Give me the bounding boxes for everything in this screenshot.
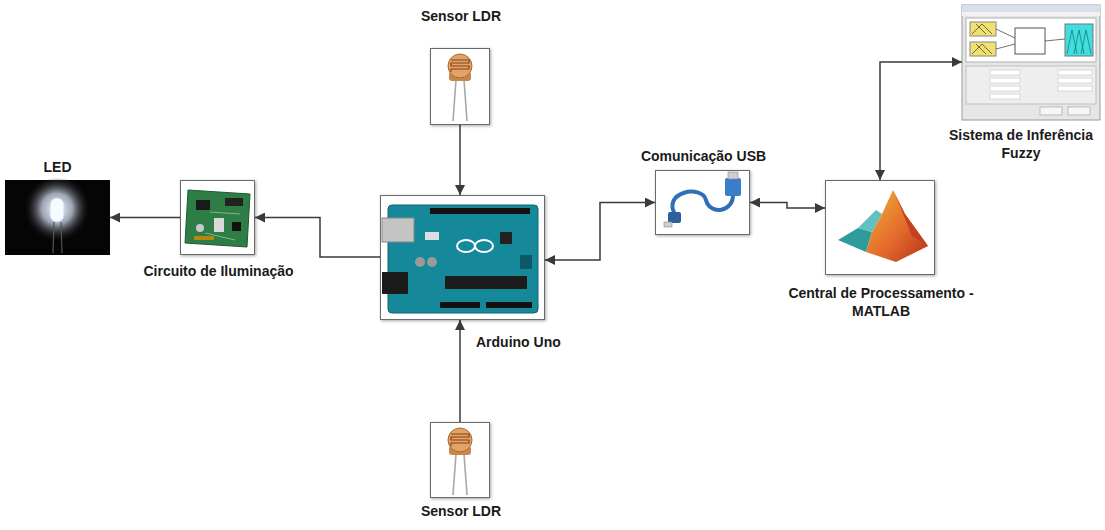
fuzzy-designer-window-picture-part bbox=[996, 44, 1015, 49]
fuzzy-designer-window-picture-part bbox=[962, 12, 1100, 16]
usb-cable-picture-part bbox=[672, 192, 733, 216]
arduino-uno-picture-part bbox=[427, 257, 437, 267]
fuzzy-designer-window-picture-part bbox=[1045, 39, 1065, 41]
matlab-logo-picture-part bbox=[825, 180, 935, 275]
connector-arrow bbox=[459, 125, 461, 195]
fuzzy-designer-window-picture-part bbox=[1058, 70, 1092, 75]
fuzzy-designer-window-picture bbox=[962, 5, 1100, 120]
circuit-box: Circuito de Iluminação bbox=[180, 180, 255, 255]
usb-cable-picture-part bbox=[728, 172, 738, 179]
ldr-sensor-picture bbox=[430, 422, 490, 499]
node-label: Sistema de Inferência Fuzzy bbox=[941, 126, 1101, 162]
usb-cable-picture-part bbox=[655, 170, 750, 235]
arduino-uno-picture bbox=[380, 195, 545, 320]
fuzzy-designer-window-picture-part bbox=[1040, 107, 1062, 115]
led-picture-part bbox=[50, 198, 64, 222]
processing-box: Central de Processamento - MATLAB bbox=[825, 180, 935, 275]
lighting-circuit-picture-part bbox=[232, 222, 241, 231]
node-label: Arduino Uno bbox=[476, 333, 561, 351]
led-box: LED bbox=[5, 180, 110, 255]
arduino-uno-picture-part bbox=[430, 208, 530, 214]
arduino-uno-picture-part bbox=[415, 257, 425, 267]
matlab-logo-picture-part bbox=[866, 190, 928, 262]
usb-cable-picture-part bbox=[725, 178, 741, 196]
connector-arrow bbox=[545, 203, 655, 261]
fuzzy-designer-window-picture-part bbox=[966, 66, 1096, 104]
fuzzy-designer-window-picture-part bbox=[990, 78, 1020, 83]
fuzzy-designer-window-picture-part bbox=[972, 24, 992, 54]
fuzzy-designer-window-picture-part bbox=[1058, 78, 1092, 83]
arduino-uno-picture-part bbox=[382, 218, 414, 242]
usb-cable-picture-part bbox=[664, 222, 672, 227]
arduino-uno-picture-part bbox=[475, 240, 493, 252]
ldr-sensor-picture bbox=[430, 48, 490, 125]
fuzzy-designer-window-picture-part bbox=[996, 29, 1015, 38]
lighting-circuit-picture-part bbox=[194, 236, 214, 240]
usb-cable-picture-part bbox=[668, 212, 681, 223]
sensor-box: Sensor LDR bbox=[430, 48, 490, 125]
node-label: Sensor LDR bbox=[421, 502, 501, 520]
connector-arrow bbox=[750, 203, 825, 209]
led-picture bbox=[5, 178, 110, 255]
lighting-circuit-picture-part bbox=[210, 212, 240, 214]
usb-box: Comunicação USB bbox=[655, 170, 750, 235]
arduino-uno-picture-part bbox=[380, 195, 545, 320]
lighting-circuit-picture bbox=[180, 180, 255, 255]
fuzzy-designer-window-picture-part bbox=[1015, 28, 1045, 54]
controller-box: Arduino Uno bbox=[380, 195, 545, 320]
connector-arrow bbox=[880, 62, 962, 180]
node-label: Sensor LDR bbox=[421, 7, 501, 25]
usb-cable-picture bbox=[655, 170, 750, 235]
led-picture-part bbox=[61, 222, 62, 253]
node-label: LED bbox=[44, 158, 72, 176]
arduino-uno-picture-part bbox=[486, 302, 532, 308]
fuzzy-designer-window-picture-part bbox=[1058, 86, 1092, 91]
connector-arrow bbox=[459, 320, 461, 422]
fuzzy-designer-window-picture-part bbox=[1068, 107, 1090, 115]
lighting-circuit-picture-part bbox=[180, 180, 255, 255]
arduino-uno-picture-part bbox=[520, 255, 532, 269]
node-label: Comunicação USB bbox=[641, 147, 766, 165]
sensor-box: Sensor LDR bbox=[430, 422, 490, 498]
fuzzy-designer-window-picture-part bbox=[990, 86, 1020, 91]
fuzzy-system-box: Sistema de Inferência Fuzzy bbox=[962, 5, 1100, 120]
lighting-circuit-picture-part bbox=[185, 190, 250, 247]
arduino-uno-picture-part bbox=[445, 276, 527, 289]
led-picture-part bbox=[23, 178, 91, 246]
fuzzy-designer-window-picture-part bbox=[962, 5, 1100, 120]
matlab-logo-picture-part bbox=[893, 190, 928, 246]
lighting-circuit-picture-part bbox=[196, 224, 204, 232]
fuzzy-designer-window-picture-part bbox=[990, 94, 1020, 99]
fuzzy-designer-window-picture-part bbox=[966, 18, 1096, 62]
node-label: Circuito de Iluminação bbox=[143, 262, 293, 280]
fuzzy-designer-window-picture-part bbox=[990, 70, 1020, 75]
arduino-uno-picture-part bbox=[425, 232, 439, 240]
fuzzy-designer-window-picture-part bbox=[1065, 24, 1093, 56]
matlab-logo-picture-part bbox=[838, 228, 872, 252]
connector-arrow bbox=[255, 218, 380, 258]
lighting-circuit-picture-part bbox=[214, 218, 224, 232]
lighting-circuit-picture-part bbox=[196, 200, 210, 210]
arduino-uno-picture-part bbox=[440, 302, 480, 308]
arduino-uno-picture-part bbox=[457, 240, 475, 252]
led-picture-part bbox=[53, 222, 54, 253]
matlab-logo-picture bbox=[825, 180, 935, 275]
arduino-uno-picture-part bbox=[500, 232, 512, 244]
fuzzy-designer-window-picture-part bbox=[1067, 30, 1091, 54]
arduino-uno-picture-part bbox=[382, 272, 408, 294]
lighting-circuit-picture-part bbox=[225, 198, 243, 206]
node-label: Central de Processamento - MATLAB bbox=[781, 284, 981, 320]
fuzzy-designer-window-picture-part bbox=[962, 5, 1100, 12]
lighting-circuit-picture-part bbox=[205, 233, 235, 240]
connector-arrow bbox=[110, 217, 180, 219]
